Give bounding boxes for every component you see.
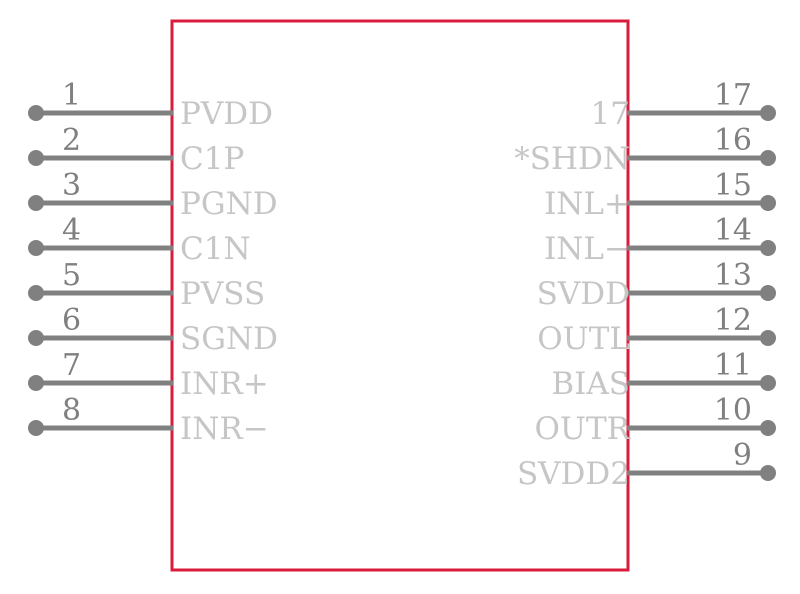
pin-number-12: 12: [714, 303, 752, 338]
pin-label-6: SGND: [180, 321, 278, 357]
pin-terminal-dot-12[interactable]: [760, 330, 776, 346]
pin-label-3: PGND: [180, 186, 278, 222]
pin-label-16: *SHDN: [514, 141, 630, 177]
pin-terminal-dot-5[interactable]: [28, 285, 44, 301]
pin-terminal-dot-10[interactable]: [760, 420, 776, 436]
pin-label-15: INL+: [544, 186, 630, 222]
pin-label-12: OUTL: [537, 321, 630, 357]
pin-16: 16 *SHDN: [514, 123, 776, 177]
pin-terminal-dot-17[interactable]: [760, 105, 776, 121]
pin-terminal-dot-4[interactable]: [28, 240, 44, 256]
pin-number-2: 2: [62, 123, 81, 158]
pin-terminal-dot-11[interactable]: [760, 375, 776, 391]
pin-number-6: 6: [62, 303, 81, 338]
pin-label-11: BIAS: [551, 366, 630, 402]
pin-label-13: SVDD: [537, 276, 630, 312]
pin-label-2: C1P: [180, 141, 244, 177]
pin-terminal-dot-14[interactable]: [760, 240, 776, 256]
pin-number-1: 1: [62, 78, 81, 113]
right-pin-group: 171716*SHDN15INL+14INL−13SVDD12OUTL11BIA…: [514, 78, 776, 492]
pin-label-9: SVDD2: [517, 456, 630, 492]
pin-number-14: 14: [714, 213, 752, 248]
pin-terminal-dot-16[interactable]: [760, 150, 776, 166]
pin-label-8: INR−: [180, 411, 269, 447]
pin-number-15: 15: [714, 168, 752, 203]
pin-label-1: PVDD: [180, 96, 273, 132]
pin-label-5: PVSS: [180, 276, 265, 312]
pin-label-10: OUTR: [534, 411, 631, 447]
pin-number-8: 8: [62, 393, 81, 428]
pin-number-17: 17: [714, 78, 752, 113]
pin-number-3: 3: [62, 168, 81, 203]
pin-terminal-dot-3[interactable]: [28, 195, 44, 211]
pin-number-11: 11: [714, 348, 752, 383]
pin-label-17: 17: [591, 96, 630, 132]
pin-number-5: 5: [62, 258, 81, 293]
pin-terminal-dot-6[interactable]: [28, 330, 44, 346]
pin-terminal-dot-7[interactable]: [28, 375, 44, 391]
pin-number-16: 16: [714, 123, 752, 158]
pin-terminal-dot-2[interactable]: [28, 150, 44, 166]
pin-label-14: INL−: [544, 231, 630, 267]
pin-label-4: C1N: [180, 231, 251, 267]
pin-terminal-dot-9[interactable]: [760, 465, 776, 481]
pin-label-7: INR+: [180, 366, 269, 402]
pin-terminal-dot-15[interactable]: [760, 195, 776, 211]
pin-number-7: 7: [62, 348, 81, 383]
pin-terminal-dot-8[interactable]: [28, 420, 44, 436]
pin-number-13: 13: [714, 258, 752, 293]
pin-number-9: 9: [733, 438, 752, 473]
pin-number-4: 4: [62, 213, 81, 248]
pin-number-10: 10: [714, 393, 752, 428]
pin-terminal-dot-13[interactable]: [760, 285, 776, 301]
pin-terminal-dot-1[interactable]: [28, 105, 44, 121]
